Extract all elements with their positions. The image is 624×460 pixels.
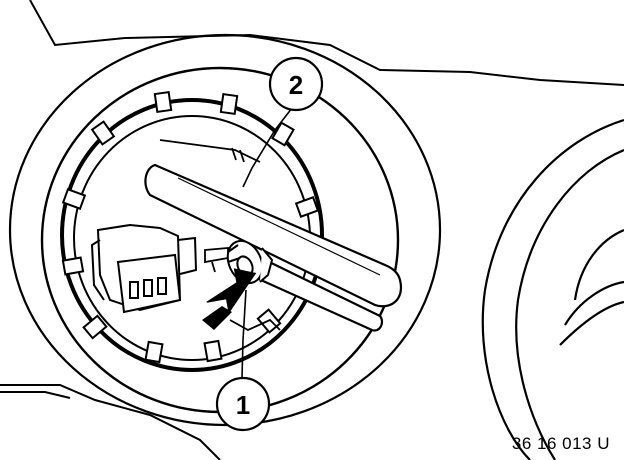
leader-lines xyxy=(241,107,293,379)
callout-1-number: 1 xyxy=(236,390,250,420)
locking-ring-tabs xyxy=(61,90,320,364)
callout-2: 2 xyxy=(268,56,324,112)
electrical-connector xyxy=(90,223,198,314)
figure-reference-code: 36 16 013 U xyxy=(511,434,610,453)
fuel-feed-line xyxy=(144,163,403,308)
pointer-arrow xyxy=(202,268,257,330)
vehicle-body-contour xyxy=(481,118,624,460)
callout-1: 1 xyxy=(215,376,271,432)
callout-2-number: 2 xyxy=(289,70,303,100)
